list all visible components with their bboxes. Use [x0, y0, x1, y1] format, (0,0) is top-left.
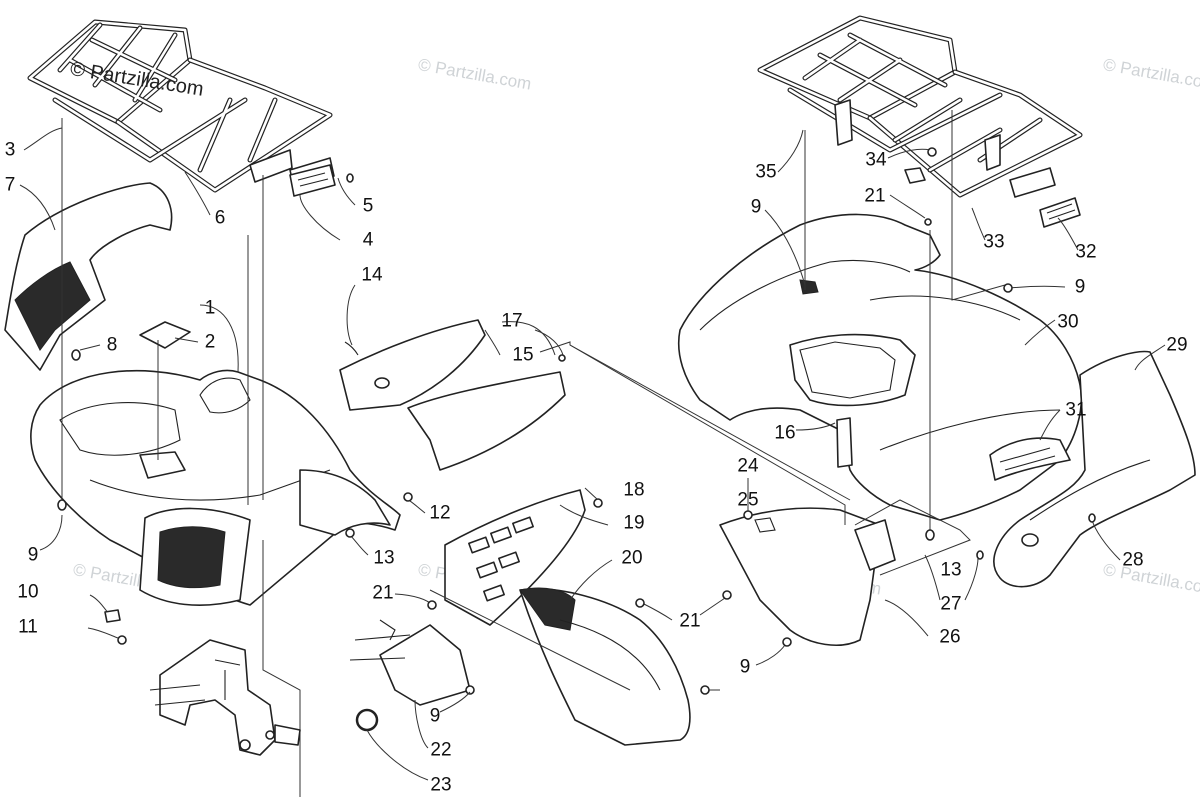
callout-5[interactable]: 5 — [362, 195, 374, 217]
callout-11[interactable]: 11 — [18, 616, 38, 638]
callout-35[interactable]: 35 — [755, 161, 777, 183]
left-side-panel — [339, 319, 566, 471]
callout-10[interactable]: 10 — [17, 581, 39, 603]
callout-20[interactable]: 20 — [621, 547, 643, 569]
callout-9-rear-right[interactable]: 9 — [1074, 276, 1086, 298]
callout-30[interactable]: 30 — [1057, 311, 1079, 333]
callout-17[interactable]: 17 — [501, 310, 523, 332]
callout-28[interactable]: 28 — [1122, 549, 1144, 571]
callout-9-rear-fender[interactable]: 9 — [750, 196, 762, 218]
callout-33[interactable]: 33 — [983, 231, 1005, 253]
lower-footwell-panel — [519, 587, 691, 746]
left-footwell — [444, 489, 586, 626]
front-reflector — [289, 164, 336, 197]
callout-4[interactable]: 4 — [362, 229, 374, 251]
callout-15[interactable]: 15 — [512, 344, 534, 366]
callout-14[interactable]: 14 — [361, 264, 383, 286]
rear-reflector — [1039, 197, 1081, 228]
callout-27[interactable]: 27 — [940, 593, 962, 615]
front-body-shell — [30, 369, 401, 606]
callout-7[interactable]: 7 — [4, 174, 16, 196]
callout-21-left[interactable]: 21 — [372, 582, 394, 604]
callout-8[interactable]: 8 — [106, 334, 118, 356]
callout-21-rear[interactable]: 21 — [864, 185, 886, 207]
callout-22[interactable]: 22 — [430, 739, 452, 761]
callout-9-lower-bracket[interactable]: 9 — [429, 705, 441, 727]
callout-6[interactable]: 6 — [214, 207, 226, 229]
callout-34[interactable]: 34 — [865, 149, 887, 171]
callout-29[interactable]: 29 — [1166, 334, 1188, 356]
callout-24[interactable]: 24 — [737, 455, 759, 477]
callout-21-center[interactable]: 21 — [679, 610, 701, 632]
callout-13-front[interactable]: 13 — [373, 547, 395, 569]
callout-26[interactable]: 26 — [939, 626, 961, 648]
callout-16[interactable]: 16 — [774, 422, 796, 444]
callout-23[interactable]: 23 — [430, 774, 452, 796]
hardware-fasteners — [57, 147, 1096, 695]
callout-2[interactable]: 2 — [204, 331, 216, 353]
callout-9-lower-panel[interactable]: 9 — [739, 656, 751, 678]
front-rack — [27, 19, 335, 193]
callout-1[interactable]: 1 — [204, 297, 216, 319]
front-headlight-cover — [4, 182, 173, 371]
callout-25[interactable]: 25 — [737, 489, 759, 511]
callout-9-front[interactable]: 9 — [27, 544, 39, 566]
callout-3[interactable]: 3 — [4, 139, 16, 161]
ring-part — [355, 708, 379, 732]
callout-18[interactable]: 18 — [623, 479, 645, 501]
front-frame-bracket — [149, 639, 301, 756]
plate-part — [139, 321, 191, 349]
callout-13-rear[interactable]: 13 — [940, 559, 962, 581]
callout-31[interactable]: 31 — [1065, 399, 1087, 421]
rear-body-shell — [677, 213, 1196, 646]
callout-32[interactable]: 32 — [1075, 241, 1097, 263]
callout-12[interactable]: 12 — [429, 502, 451, 524]
lower-bracket — [349, 619, 475, 706]
rear-rack — [757, 15, 1083, 198]
callout-19[interactable]: 19 — [623, 512, 645, 534]
